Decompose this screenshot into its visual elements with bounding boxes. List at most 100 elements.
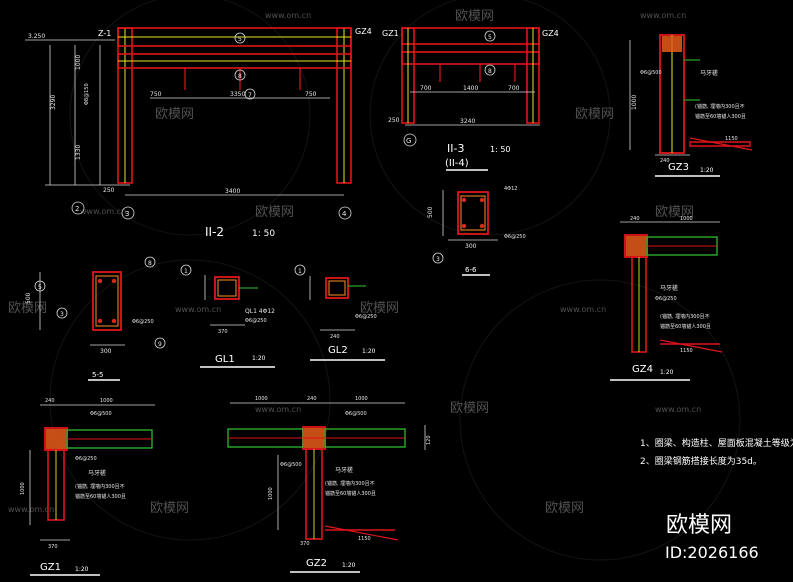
dim-1000-gz2-a: 1000 (255, 396, 268, 402)
wm-brand-7: 欧模网 (360, 301, 399, 316)
wm-brand-3: 欧模网 (575, 107, 614, 122)
title-gz2: GZ2 (306, 558, 327, 569)
title-gz1: GZ1 (40, 562, 61, 573)
mark-1-gl1 (180, 264, 192, 276)
rebar-phi6500-gz2: Φ6@500 (345, 411, 367, 417)
title-gl1: GL1 (215, 354, 235, 365)
dim-1150-gz2: 1150 (358, 536, 371, 542)
dim-370-gz1: 370 (48, 544, 58, 550)
mark-3-b (56, 307, 68, 319)
top-beam-ii-3 (401, 27, 540, 45)
note-gz2-1: (锚筋, 埋墙内300且不 (325, 480, 375, 487)
dim-3290: 3290 (50, 95, 57, 110)
rebar-phi6500-gz1: Φ6@500 (90, 411, 112, 417)
wm-brand-1: 欧模网 (455, 9, 494, 24)
detail-gz3: 1000 240 Φ6@500 马牙槎 (锚筋, 埋墙内300且不 锚筋至60墙… (629, 34, 753, 177)
dim-300-b: 300 (100, 348, 112, 355)
mark-9-c-label: 9 (158, 341, 162, 348)
grid-bubble-4 (338, 206, 352, 220)
dim-1000: 1000 (75, 55, 82, 70)
watermark-pattern: www.om.cn 欧模网 www.om.cn 欧模网 欧模网 www.om.c… (8, 0, 741, 561)
wm-brand-2: 欧模网 (155, 107, 194, 122)
grid-label-2: 2 (75, 205, 79, 213)
dim-300-a: 300 (465, 243, 477, 250)
mark-5-b (484, 30, 496, 42)
label-gz1-top: GZ1 (382, 29, 399, 38)
rebar-phi6500-gz3: Φ6@500 (640, 70, 662, 76)
dim-750-a: 750 (150, 91, 162, 98)
scale-gz3: 1:20 (700, 167, 714, 174)
wm-site-7: www.om.cn (655, 405, 701, 414)
rebar-phi6250-gl2: Φ6@250 (355, 314, 377, 320)
mark-8-a (234, 69, 246, 81)
mark-7-a-label: 7 (248, 92, 252, 99)
section-ii-3: II-3 (II-4) 1: 50 300 500 3 4Φ12 Φ6@250 … (427, 142, 526, 276)
wm-brand-9: 欧模网 (150, 501, 189, 516)
dim-120-gz2: 120 (426, 435, 432, 445)
dim-3400: 3400 (225, 188, 240, 195)
rebar-phi8150-a: Φ8@150 (84, 83, 90, 105)
dim-240-gz3: 240 (660, 158, 670, 164)
rebar-phi6250-a: Φ6@250 (504, 234, 526, 240)
dim-700-a: 700 (420, 85, 432, 92)
mark-1-gl1-label: 1 (184, 268, 188, 275)
wm-site-5: www.om.cn (560, 305, 606, 314)
grid-label-4: 4 (342, 210, 347, 218)
wm-site-8: www.om.cn (8, 505, 54, 514)
mark-3-b-label: 3 (60, 311, 64, 318)
note-gz4-1: (锚筋, 埋墙内300且不 (660, 313, 710, 320)
watermark-id: ID:2026166 (665, 543, 759, 562)
detail-gz4: 240 1000 马牙槎 Φ6@250 (锚筋, 埋墙内300且不 锚筋至60墙… (610, 216, 723, 381)
scale-ii-3: 1: 50 (490, 145, 511, 154)
dim-240-gz4: 240 (630, 216, 640, 222)
mark-7-a (244, 88, 256, 100)
label-gz4-top: GZ4 (542, 29, 559, 38)
label-z1: Z-1 (98, 29, 111, 38)
mayatie-gz3: 马牙槎 (700, 69, 718, 77)
mark-8-c-label: 8 (148, 260, 152, 267)
dim-1400: 1400 (463, 85, 478, 92)
note-gz4-2: 锚筋至60墙锚人300且 (660, 323, 711, 330)
wm-site-6: www.om.cn (255, 405, 301, 414)
dim-240-gz1: 240 (45, 398, 55, 404)
rebar-phi6250-b: Φ6@250 (132, 319, 154, 325)
detail-gl2: 240 Φ6@250 1 GL2 1:20 (294, 264, 385, 361)
scale-gl2: 1:20 (362, 348, 376, 355)
note-2: 2、圈梁钢筋搭接长度为35d。 (640, 455, 762, 467)
title-55: 5-5 (92, 371, 103, 379)
wm-site-1: www.om.cn (265, 11, 311, 20)
mark-3-a (432, 252, 444, 264)
dim-240-gz2: 240 (307, 396, 317, 402)
dim-250-b: 250 (388, 117, 400, 124)
dim-500-b: 500 (25, 292, 32, 304)
wm-brand-8: 欧模网 (450, 401, 489, 416)
watermark-id-block: 欧模网 ID:2026166 (665, 513, 759, 562)
wm-brand-6: 欧模网 (8, 301, 47, 316)
title-ii-2: II-2 (205, 225, 224, 239)
wm-site-2: www.om.cn (640, 11, 686, 20)
general-notes: 1、圈梁、构造柱、屋面板混凝土等级为C25。 2、圈梁钢筋搭接长度为35d。 (640, 437, 793, 467)
scale-ii-2: 1: 50 (252, 229, 275, 239)
section-5-5: 500 300 5 3 8 9 Φ6@250 5-5 (25, 256, 166, 381)
grid-label-3: 3 (125, 210, 129, 218)
label-gz4-left: GZ4 (355, 27, 372, 36)
note-1: 1、圈梁、构造柱、屋面板混凝土等级为C25。 (640, 437, 793, 449)
mid-beam-ii-3 (401, 51, 540, 65)
wm-brand-5: 欧模网 (655, 205, 694, 220)
mark-5-b-label: 5 (488, 34, 492, 41)
title-gz3: GZ3 (668, 162, 689, 173)
mayatie-gz1: 马牙槎 (88, 469, 106, 477)
scale-gz2: 1:20 (342, 562, 356, 569)
mark-5-c (34, 280, 46, 292)
title-gz4: GZ4 (632, 364, 653, 375)
rebar-phi6250-gz4: Φ6@250 (655, 296, 677, 302)
grid-bubble-3 (121, 206, 135, 220)
mark-5-a-label: 5 (238, 36, 242, 43)
elevation-ii-2: 3.250 1000 3290 1330 250 3400 750 3350 7… (25, 27, 372, 239)
wm-brand-4: 欧模网 (255, 205, 294, 220)
scale-gl1: 1:20 (252, 355, 266, 362)
grid-bubble-2 (71, 201, 85, 215)
mayatie-gz4: 马牙槎 (660, 284, 678, 292)
section-55-outline (92, 271, 122, 331)
scale-gz1: 1:20 (75, 566, 89, 573)
